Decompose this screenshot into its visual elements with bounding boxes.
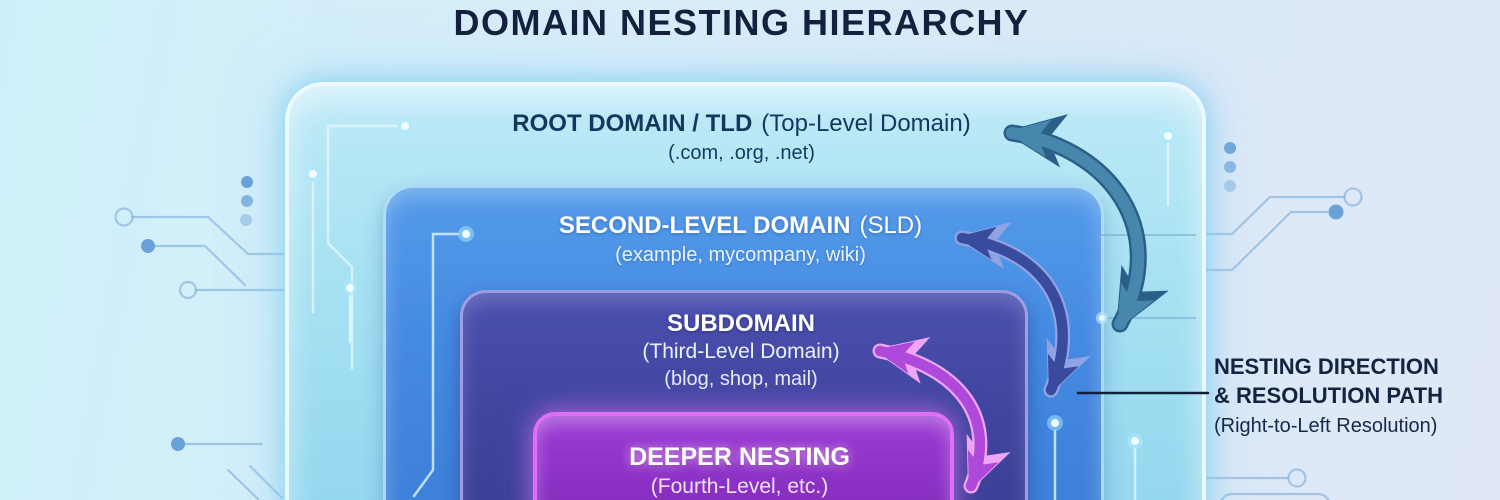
circuit-trace: [153, 244, 247, 287]
circuit-node-icon: [178, 280, 198, 300]
circuit-trace: [1196, 210, 1329, 272]
circuit-dot-icon: [1224, 161, 1236, 173]
level2-name: SECOND-LEVEL DOMAIN: [558, 212, 851, 239]
callout-line1: NESTING DIRECTION: [1214, 354, 1439, 379]
level2-label: SECOND-LEVEL DOMAIN (SLD): [383, 212, 1098, 240]
circuit-node-icon: [114, 207, 134, 227]
circuit-dot-icon: [1328, 204, 1344, 220]
level3-name: SUBDOMAIN: [667, 310, 815, 337]
circuit-pad: [1220, 492, 1330, 500]
level2-qualifier: (SLD): [859, 212, 923, 239]
level1-examples: (.com, .org, .net): [668, 142, 815, 164]
page-title: DOMAIN NESTING HIERARCHY: [453, 2, 1030, 43]
circuit-dot-icon: [1224, 180, 1236, 192]
circuit-trace: [131, 215, 290, 256]
circuit-trace: [226, 468, 260, 500]
nesting-direction-callout: NESTING DIRECTION & RESOLUTION PATH (Rig…: [1214, 352, 1496, 441]
callout-line3: (Right-to-Left Resolution): [1214, 415, 1438, 437]
circuit-dot-icon: [1224, 142, 1236, 154]
circuit-node-icon: [1287, 468, 1307, 488]
circuit-dot-icon: [240, 214, 252, 226]
callout-line2: & RESOLUTION PATH: [1214, 383, 1443, 408]
circuit-trace: [1196, 195, 1346, 236]
circuit-dot-icon: [141, 239, 155, 253]
circuit-dot-icon: [171, 437, 185, 451]
level3-qualifier: (Third-Level Domain): [642, 340, 840, 363]
level1-name: ROOT DOMAIN / TLD: [512, 110, 753, 137]
circuit-node-icon: [1343, 187, 1363, 207]
level4-name: DEEPER NESTING: [629, 443, 850, 471]
level2-examples: (example, mycompany, wiki): [615, 244, 866, 266]
level3-examples: (blog, shop, mail): [664, 368, 818, 390]
level1-qualifier: (Top-Level Domain): [761, 110, 971, 137]
level1-label: ROOT DOMAIN / TLD (Top-Level Domain): [285, 110, 1198, 138]
circuit-dot-icon: [241, 195, 253, 207]
circuit-trace: [248, 464, 284, 500]
circuit-dot-icon: [241, 176, 253, 188]
level4-qualifier: (Fourth-Level, etc.): [650, 475, 829, 498]
